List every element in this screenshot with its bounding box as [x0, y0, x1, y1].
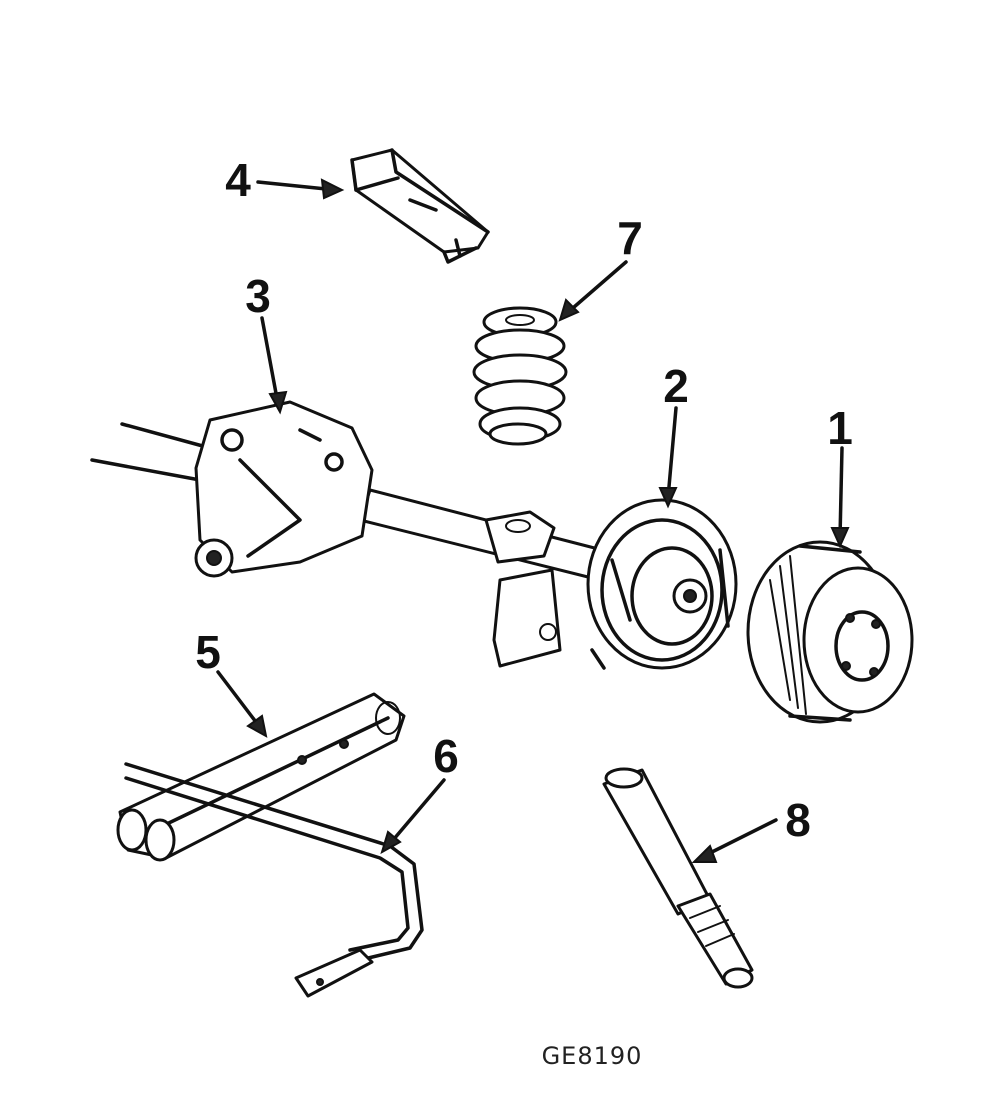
- part-7-coil-spring: [472, 306, 568, 446]
- part-6-stabilizer-bar: [124, 762, 424, 998]
- leader-lines: [216, 178, 850, 863]
- part-2-brake-backing-plate: [586, 498, 738, 670]
- callout-1: 1: [827, 402, 853, 454]
- callout-5: 5: [195, 626, 221, 678]
- callout-6: 6: [433, 730, 459, 782]
- part-5-control-arm: [116, 692, 406, 862]
- callout-4: 4: [225, 154, 251, 206]
- part-4-bumper-bracket: [350, 148, 490, 264]
- part-1-brake-drum: [746, 540, 914, 724]
- callout-2: 2: [663, 360, 689, 412]
- callout-7: 7: [617, 212, 643, 264]
- part-8-shock-absorber: [602, 767, 754, 989]
- part-3-axle-housing: [90, 400, 612, 668]
- callout-3: 3: [245, 270, 271, 322]
- figure-code: GE8190: [542, 1042, 643, 1070]
- callout-8: 8: [785, 794, 811, 846]
